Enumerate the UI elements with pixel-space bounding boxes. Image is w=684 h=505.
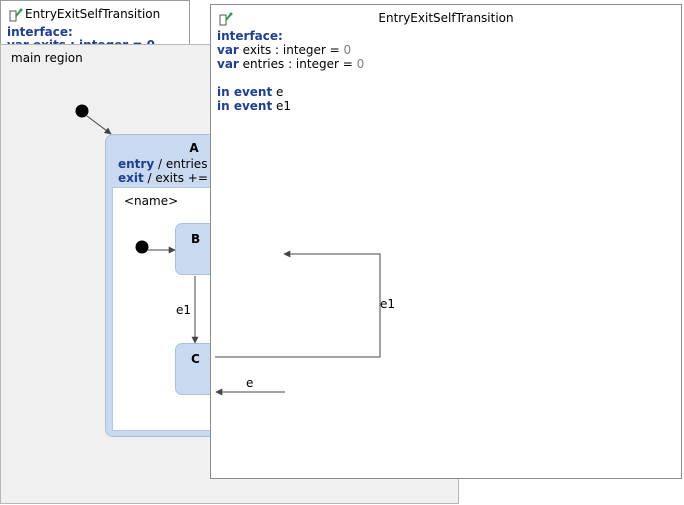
- background-partial-line: var exits : integer = 0: [7, 39, 155, 45]
- inner-region-label: <name>: [124, 194, 179, 208]
- var-exits-value: 0: [343, 43, 352, 57]
- inner-initial-state[interactable]: [135, 240, 149, 254]
- background-definition-title: EntryExitSelfTransition: [25, 7, 161, 21]
- state-a-entry-action: entry / entries: [118, 157, 207, 171]
- event-e1-name: e1: [272, 99, 292, 113]
- statechart-icon: [9, 8, 23, 22]
- statechart-icon: [219, 12, 233, 26]
- in-event-keyword: in event: [217, 99, 273, 113]
- interface-keyword: interface:: [217, 29, 283, 43]
- transition-b-to-c-label: e1: [176, 303, 192, 317]
- main-region-label: main region: [11, 51, 83, 65]
- state-b-name: B: [191, 232, 201, 246]
- exit-keyword: exit: [118, 171, 144, 185]
- state-a-name: A: [189, 141, 199, 155]
- var-exits-line: var exits : integer = 0: [217, 43, 351, 57]
- exit-action-text: / exits +=: [143, 171, 208, 185]
- event-e-line: in event e: [217, 85, 283, 99]
- var-exits-decl: exits : integer =: [238, 43, 344, 57]
- main-initial-state[interactable]: [75, 104, 89, 118]
- definition-title: EntryExitSelfTransition: [378, 11, 514, 25]
- var-entries-decl: entries : integer =: [238, 57, 357, 71]
- var-entries-line: var entries : integer = 0: [217, 57, 364, 71]
- state-a-exit-action: exit / exits +=: [118, 171, 208, 185]
- var-keyword: var: [217, 57, 239, 71]
- transition-c-e1-label: e1: [380, 297, 396, 311]
- entry-action-text: / entries: [154, 157, 208, 171]
- in-event-keyword: in event: [217, 85, 273, 99]
- transition-c-e1[interactable]: [215, 250, 381, 358]
- initial-transition-to-a[interactable]: [86, 115, 112, 135]
- state-c-name: C: [191, 352, 200, 366]
- transition-e-label: e: [246, 376, 254, 390]
- background-interface-keyword: interface:: [7, 25, 73, 39]
- event-e-name: e: [272, 85, 284, 99]
- entry-keyword: entry: [118, 157, 155, 171]
- definition-section[interactable]: EntryExitSelfTransition interface: var e…: [210, 4, 682, 479]
- var-keyword: var: [217, 43, 239, 57]
- event-e1-line: in event e1: [217, 99, 291, 113]
- var-entries-value: 0: [356, 57, 365, 71]
